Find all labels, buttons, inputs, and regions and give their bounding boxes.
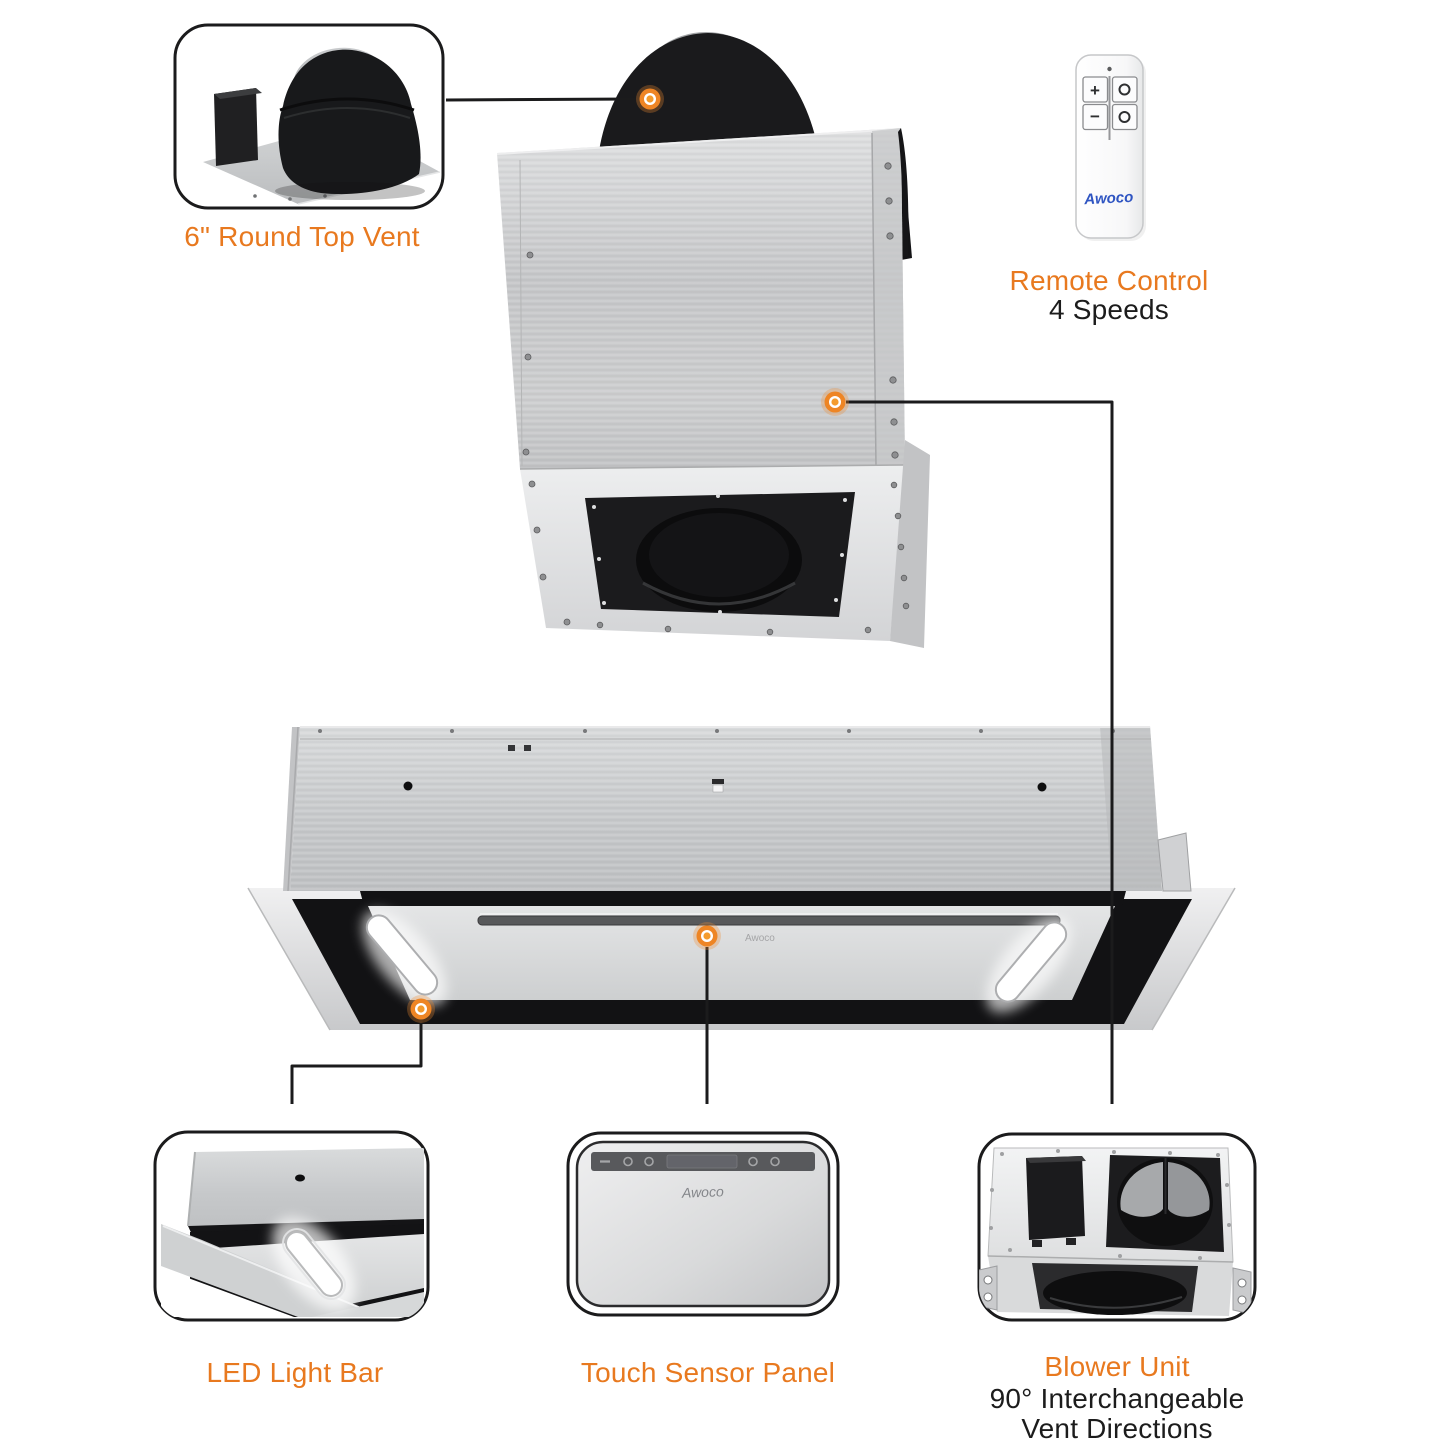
vent-side-box	[214, 88, 258, 166]
display-window	[666, 1154, 738, 1169]
connector-led	[290, 1020, 423, 1104]
ring-icon	[644, 1156, 654, 1167]
electronics-box	[1026, 1156, 1085, 1240]
ring-icon	[623, 1156, 633, 1167]
led-strip-right	[986, 917, 1071, 1013]
speed-up-button	[1082, 76, 1109, 103]
blower-box-render	[496, 32, 930, 648]
hood-brand-mark: Awoco	[745, 933, 775, 944]
damper-flap	[1120, 1162, 1163, 1217]
remote-control-render: + − Awoco	[1075, 54, 1146, 241]
led-light-bar-label: LED Light Bar	[206, 1357, 384, 1388]
touch-sensor-panel-label: Touch Sensor Panel	[580, 1357, 836, 1388]
hood-insert-render: Awoco	[247, 726, 1236, 1031]
power-button	[1111, 76, 1138, 103]
blower-unit-image	[977, 1132, 1257, 1322]
ring-icon	[770, 1156, 780, 1167]
ring-icon	[1118, 111, 1131, 123]
blower-unit-label: Blower Unit	[1044, 1351, 1190, 1382]
callout-dots	[407, 85, 849, 1023]
remote-control-label: Remote Control	[1009, 265, 1209, 296]
damper-flap	[1168, 1162, 1210, 1217]
led-strip-left	[362, 910, 447, 1006]
minus-icon: −	[1090, 107, 1100, 126]
callout-dot-touch	[693, 922, 721, 950]
led-light-bar-image	[153, 1130, 430, 1322]
remote-brand-logo: Awoco	[1083, 189, 1134, 209]
vent-cowl	[278, 49, 421, 195]
screws	[522, 162, 910, 636]
touch-panel-image: Awoco	[566, 1131, 840, 1317]
callout-dot-led	[407, 995, 435, 1023]
top-vent-image	[173, 23, 445, 210]
blower-sublabel-line1: 90° Interchangeable	[989, 1383, 1245, 1414]
plus-icon: +	[1090, 81, 1100, 100]
connector-blower	[846, 400, 1114, 1104]
light-button	[1111, 103, 1138, 131]
remote-led-dot	[1107, 66, 1112, 72]
remote-speeds-label: 4 Speeds	[1049, 294, 1169, 325]
led-strip-closeup	[272, 1217, 356, 1311]
speed-down-button	[1082, 103, 1109, 131]
touch-panel-brand-logo: Awoco	[681, 1183, 725, 1200]
top-vent-label: 6" Round Top Vent	[184, 221, 420, 252]
blower-sublabel-line2: Vent Directions	[1021, 1413, 1213, 1444]
ring-icon	[748, 1156, 758, 1167]
recessed-handle	[477, 915, 1061, 926]
callout-dot-top-vent	[636, 85, 664, 113]
connector-lines	[290, 97, 1114, 1104]
callout-dot-blower	[821, 388, 849, 416]
connector-top-vent	[445, 97, 640, 102]
ring-icon	[1118, 83, 1131, 96]
